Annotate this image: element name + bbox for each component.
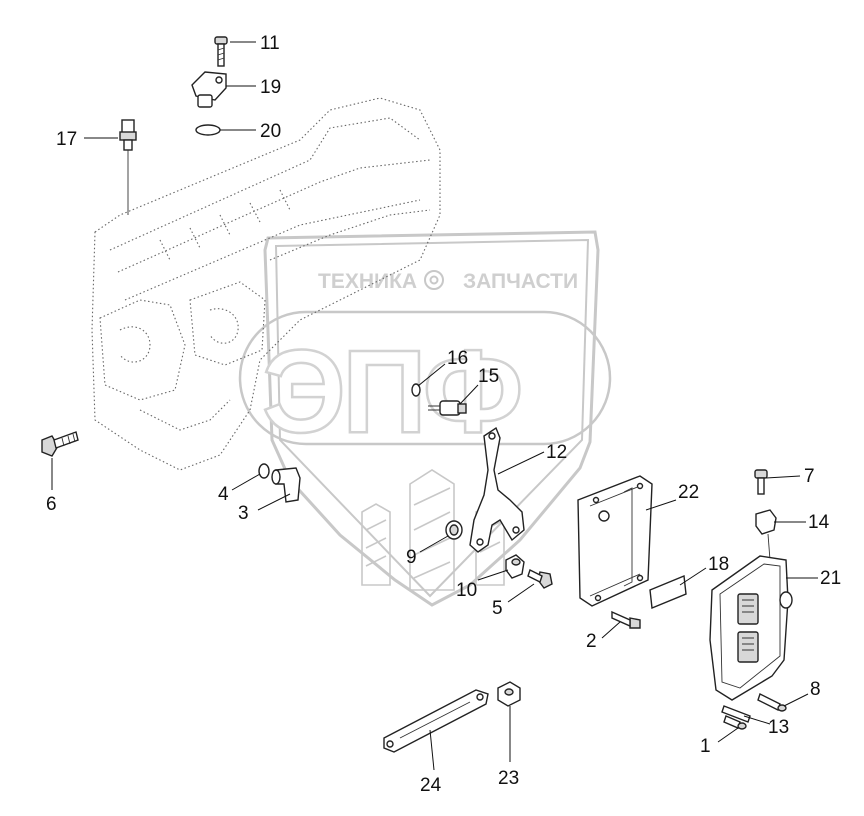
callout-17: 17 bbox=[56, 129, 77, 150]
o-ring-16 bbox=[411, 383, 421, 397]
grommet-9 bbox=[445, 520, 463, 540]
watermark-text-right: ЗАПЧАСТИ bbox=[463, 270, 578, 293]
strap-24 bbox=[383, 689, 489, 753]
ecu-21 bbox=[709, 555, 793, 701]
bracket-12 bbox=[469, 426, 525, 553]
label-18 bbox=[649, 574, 687, 610]
o-ring-4 bbox=[258, 463, 270, 479]
callout-16: 16 bbox=[447, 348, 468, 369]
callout-22: 22 bbox=[678, 482, 699, 503]
callout-15: 15 bbox=[478, 366, 499, 387]
spacer-10 bbox=[505, 554, 525, 579]
watermark-text-left: ТЕХНИКА bbox=[318, 270, 417, 293]
callout-19: 19 bbox=[260, 77, 281, 98]
callout-21: 21 bbox=[820, 568, 841, 589]
bolt-11 bbox=[214, 36, 228, 67]
fitting-3 bbox=[271, 467, 301, 503]
callout-12: 12 bbox=[546, 442, 567, 463]
callouts: 11 19 20 17 16 15 12 6 4 3 9 10 5 22 18 … bbox=[46, 33, 841, 796]
callout-3: 3 bbox=[238, 503, 249, 524]
bolt-5 bbox=[527, 569, 553, 589]
callout-8: 8 bbox=[810, 679, 821, 700]
cover-plate-22 bbox=[577, 475, 653, 607]
callout-24: 24 bbox=[420, 775, 442, 796]
clamp-14 bbox=[755, 509, 777, 561]
watermark-letters: ЭПФ bbox=[262, 326, 520, 458]
callout-14: 14 bbox=[808, 512, 830, 533]
callout-7: 7 bbox=[804, 466, 815, 487]
nut-23 bbox=[497, 681, 521, 707]
engine-block bbox=[91, 97, 441, 471]
screw-2 bbox=[611, 610, 641, 629]
callout-4: 4 bbox=[218, 484, 229, 505]
leader-lines bbox=[51, 41, 818, 771]
sleeve-13 bbox=[721, 705, 751, 723]
bolt-6 bbox=[41, 431, 79, 457]
callout-18: 18 bbox=[708, 554, 729, 575]
sensor-17 bbox=[119, 119, 137, 215]
callout-1: 1 bbox=[700, 736, 711, 757]
callout-5: 5 bbox=[492, 598, 503, 619]
callout-10: 10 bbox=[456, 580, 477, 601]
bolt-8 bbox=[757, 693, 787, 712]
sensor-15 bbox=[428, 400, 467, 416]
o-ring-20 bbox=[195, 124, 221, 136]
callout-11: 11 bbox=[260, 33, 280, 54]
callout-2: 2 bbox=[586, 631, 597, 652]
watermark: ТЕХНИКА ЗАПЧАСТИ ЭПФ bbox=[238, 230, 612, 607]
callout-13: 13 bbox=[768, 717, 789, 738]
callout-23: 23 bbox=[498, 768, 519, 789]
callout-6: 6 bbox=[46, 494, 57, 515]
callout-9: 9 bbox=[406, 547, 417, 568]
callout-20: 20 bbox=[260, 121, 281, 142]
bolt-7 bbox=[754, 469, 768, 495]
sensor-19 bbox=[191, 71, 227, 108]
